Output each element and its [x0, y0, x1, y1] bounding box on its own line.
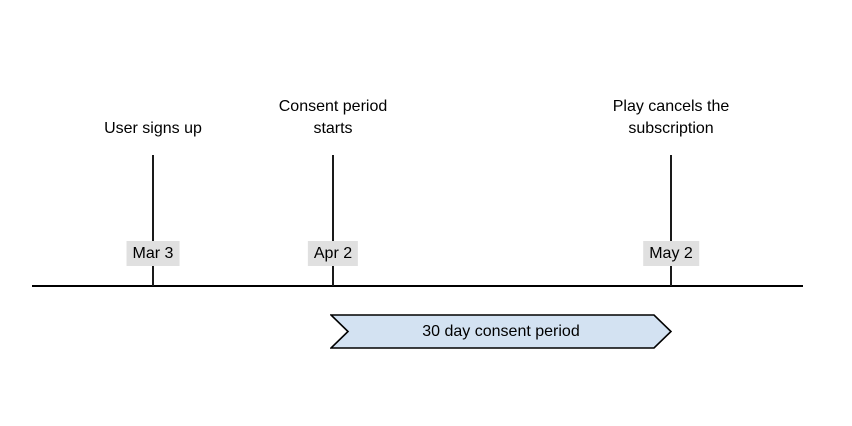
marker-caption: Play cancels the subscription: [612, 98, 730, 137]
consent-period-banner: 30 day consent period: [330, 314, 672, 349]
consent-period-banner-label: 30 day consent period: [422, 322, 580, 340]
chevron-ribbon-icon: [330, 314, 672, 349]
marker-date-badge: May 2: [643, 241, 699, 266]
marker-caption: Consent period starts: [278, 98, 388, 137]
marker-tick-line: [332, 155, 334, 286]
timeline-axis: [32, 285, 803, 287]
marker-caption: User signs up: [104, 120, 202, 137]
marker-tick-line: [670, 155, 672, 286]
marker-date-badge: Apr 2: [307, 241, 359, 266]
marker-tick-line: [152, 155, 154, 286]
marker-date-badge: Mar 3: [126, 241, 180, 266]
